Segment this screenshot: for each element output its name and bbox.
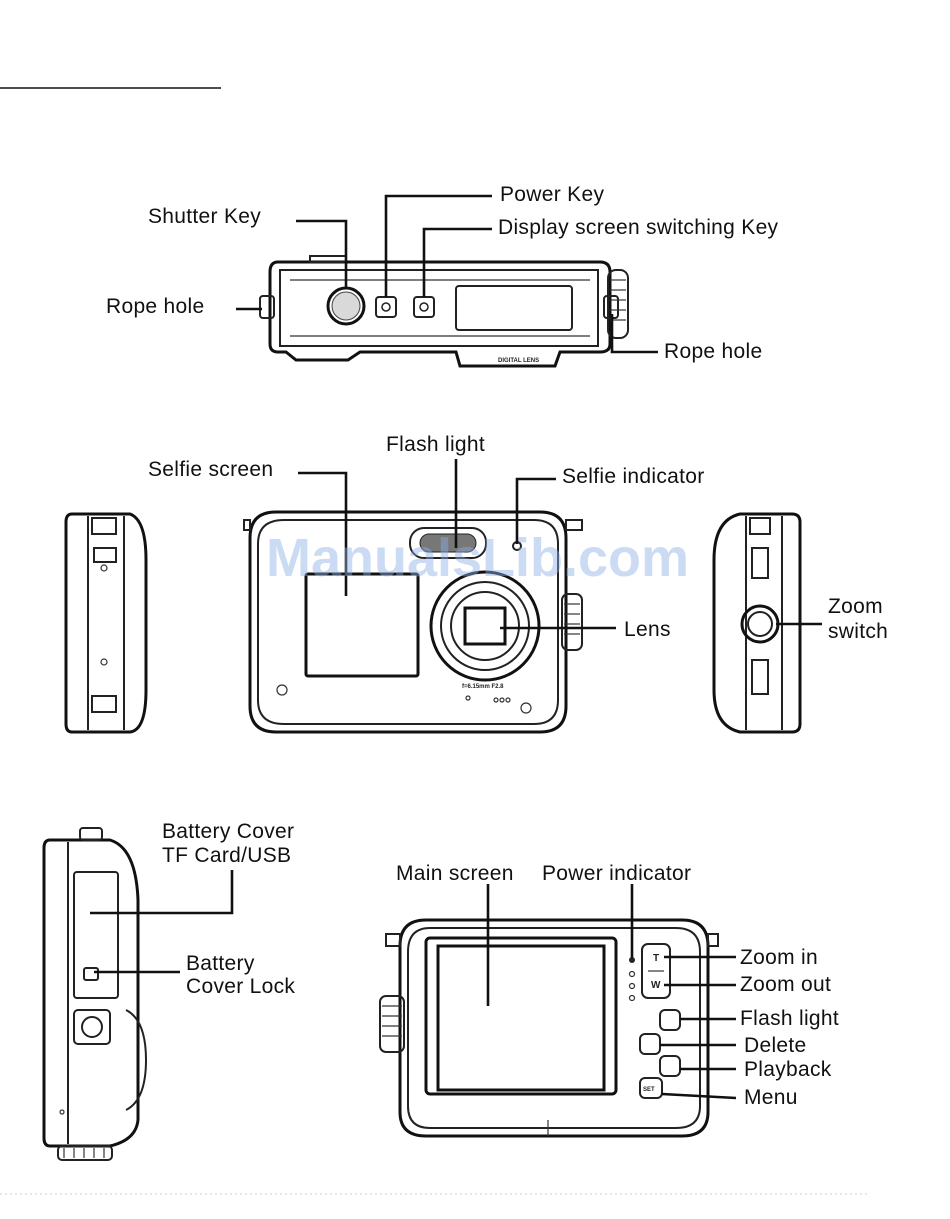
playback-button-shape [659,1055,681,1077]
camera-back-view: T W SET [379,918,719,1138]
power-key-shape [375,296,397,318]
flash-button-shape [659,1009,681,1031]
delete-button-shape [639,1033,661,1055]
label-battery-cover-line1: Battery Cover [162,820,294,843]
selfie-screen-shape [304,572,420,678]
camera-left-side-view [64,512,148,734]
label-flash-light-front: Flash light [386,433,485,456]
label-zoom-switch-line1: Zoom [828,595,883,618]
watermark: ManualsLib.com [266,528,689,588]
lens-ring-text: f=6.15mm F2.8 [462,684,504,690]
label-zoom-in: Zoom in [740,946,818,969]
label-display-switch-key: Display screen switching Key [498,216,779,239]
label-playback: Playback [744,1058,832,1081]
label-menu: Menu [744,1086,798,1109]
flash-light-shape [409,527,487,559]
label-delete: Delete [744,1034,807,1057]
btn-set-text: SET [643,1087,655,1093]
label-rope-hole-right: Rope hole [664,340,762,363]
camera-front-view: f=6.15mm F2.8 [243,510,583,734]
power-indicator-shape [629,957,635,963]
label-battery-lock-line2: Cover Lock [186,975,295,998]
btn-t-text: T [653,953,659,964]
label-shutter-key: Shutter Key [148,205,261,228]
label-rope-hole-left: Rope hole [106,295,204,318]
label-selfie-indicator: Selfie indicator [562,465,705,488]
battery-cover-shape [73,871,119,999]
btn-w-text: W [651,980,661,991]
label-lens: Lens [624,618,671,641]
menu-button-shape [639,1077,663,1099]
label-selfie-screen: Selfie screen [148,458,273,481]
label-battery-lock-line1: Battery [186,952,255,975]
label-power-key: Power Key [500,183,604,206]
label-flash-light-back: Flash light [740,1007,839,1030]
battery-lock-shape [83,967,99,981]
label-zoom-switch-line2: switch [828,620,888,643]
label-battery-cover-line2: TF Card/USB [162,844,291,867]
label-main-screen: Main screen [396,862,514,885]
camera-bottom-side-view [42,827,148,1161]
camera-top-view: DIGITAL LENS [259,255,629,368]
zoom-buttons-shape [641,943,671,999]
digital-lens-text: DIGITAL LENS [498,358,539,364]
label-zoom-out: Zoom out [740,973,831,996]
display-switch-key-shape [413,296,435,318]
main-screen-shape [436,944,606,1092]
label-power-indicator: Power indicator [542,862,691,885]
zoom-dial-top [607,269,629,339]
lens-shape [429,570,541,682]
